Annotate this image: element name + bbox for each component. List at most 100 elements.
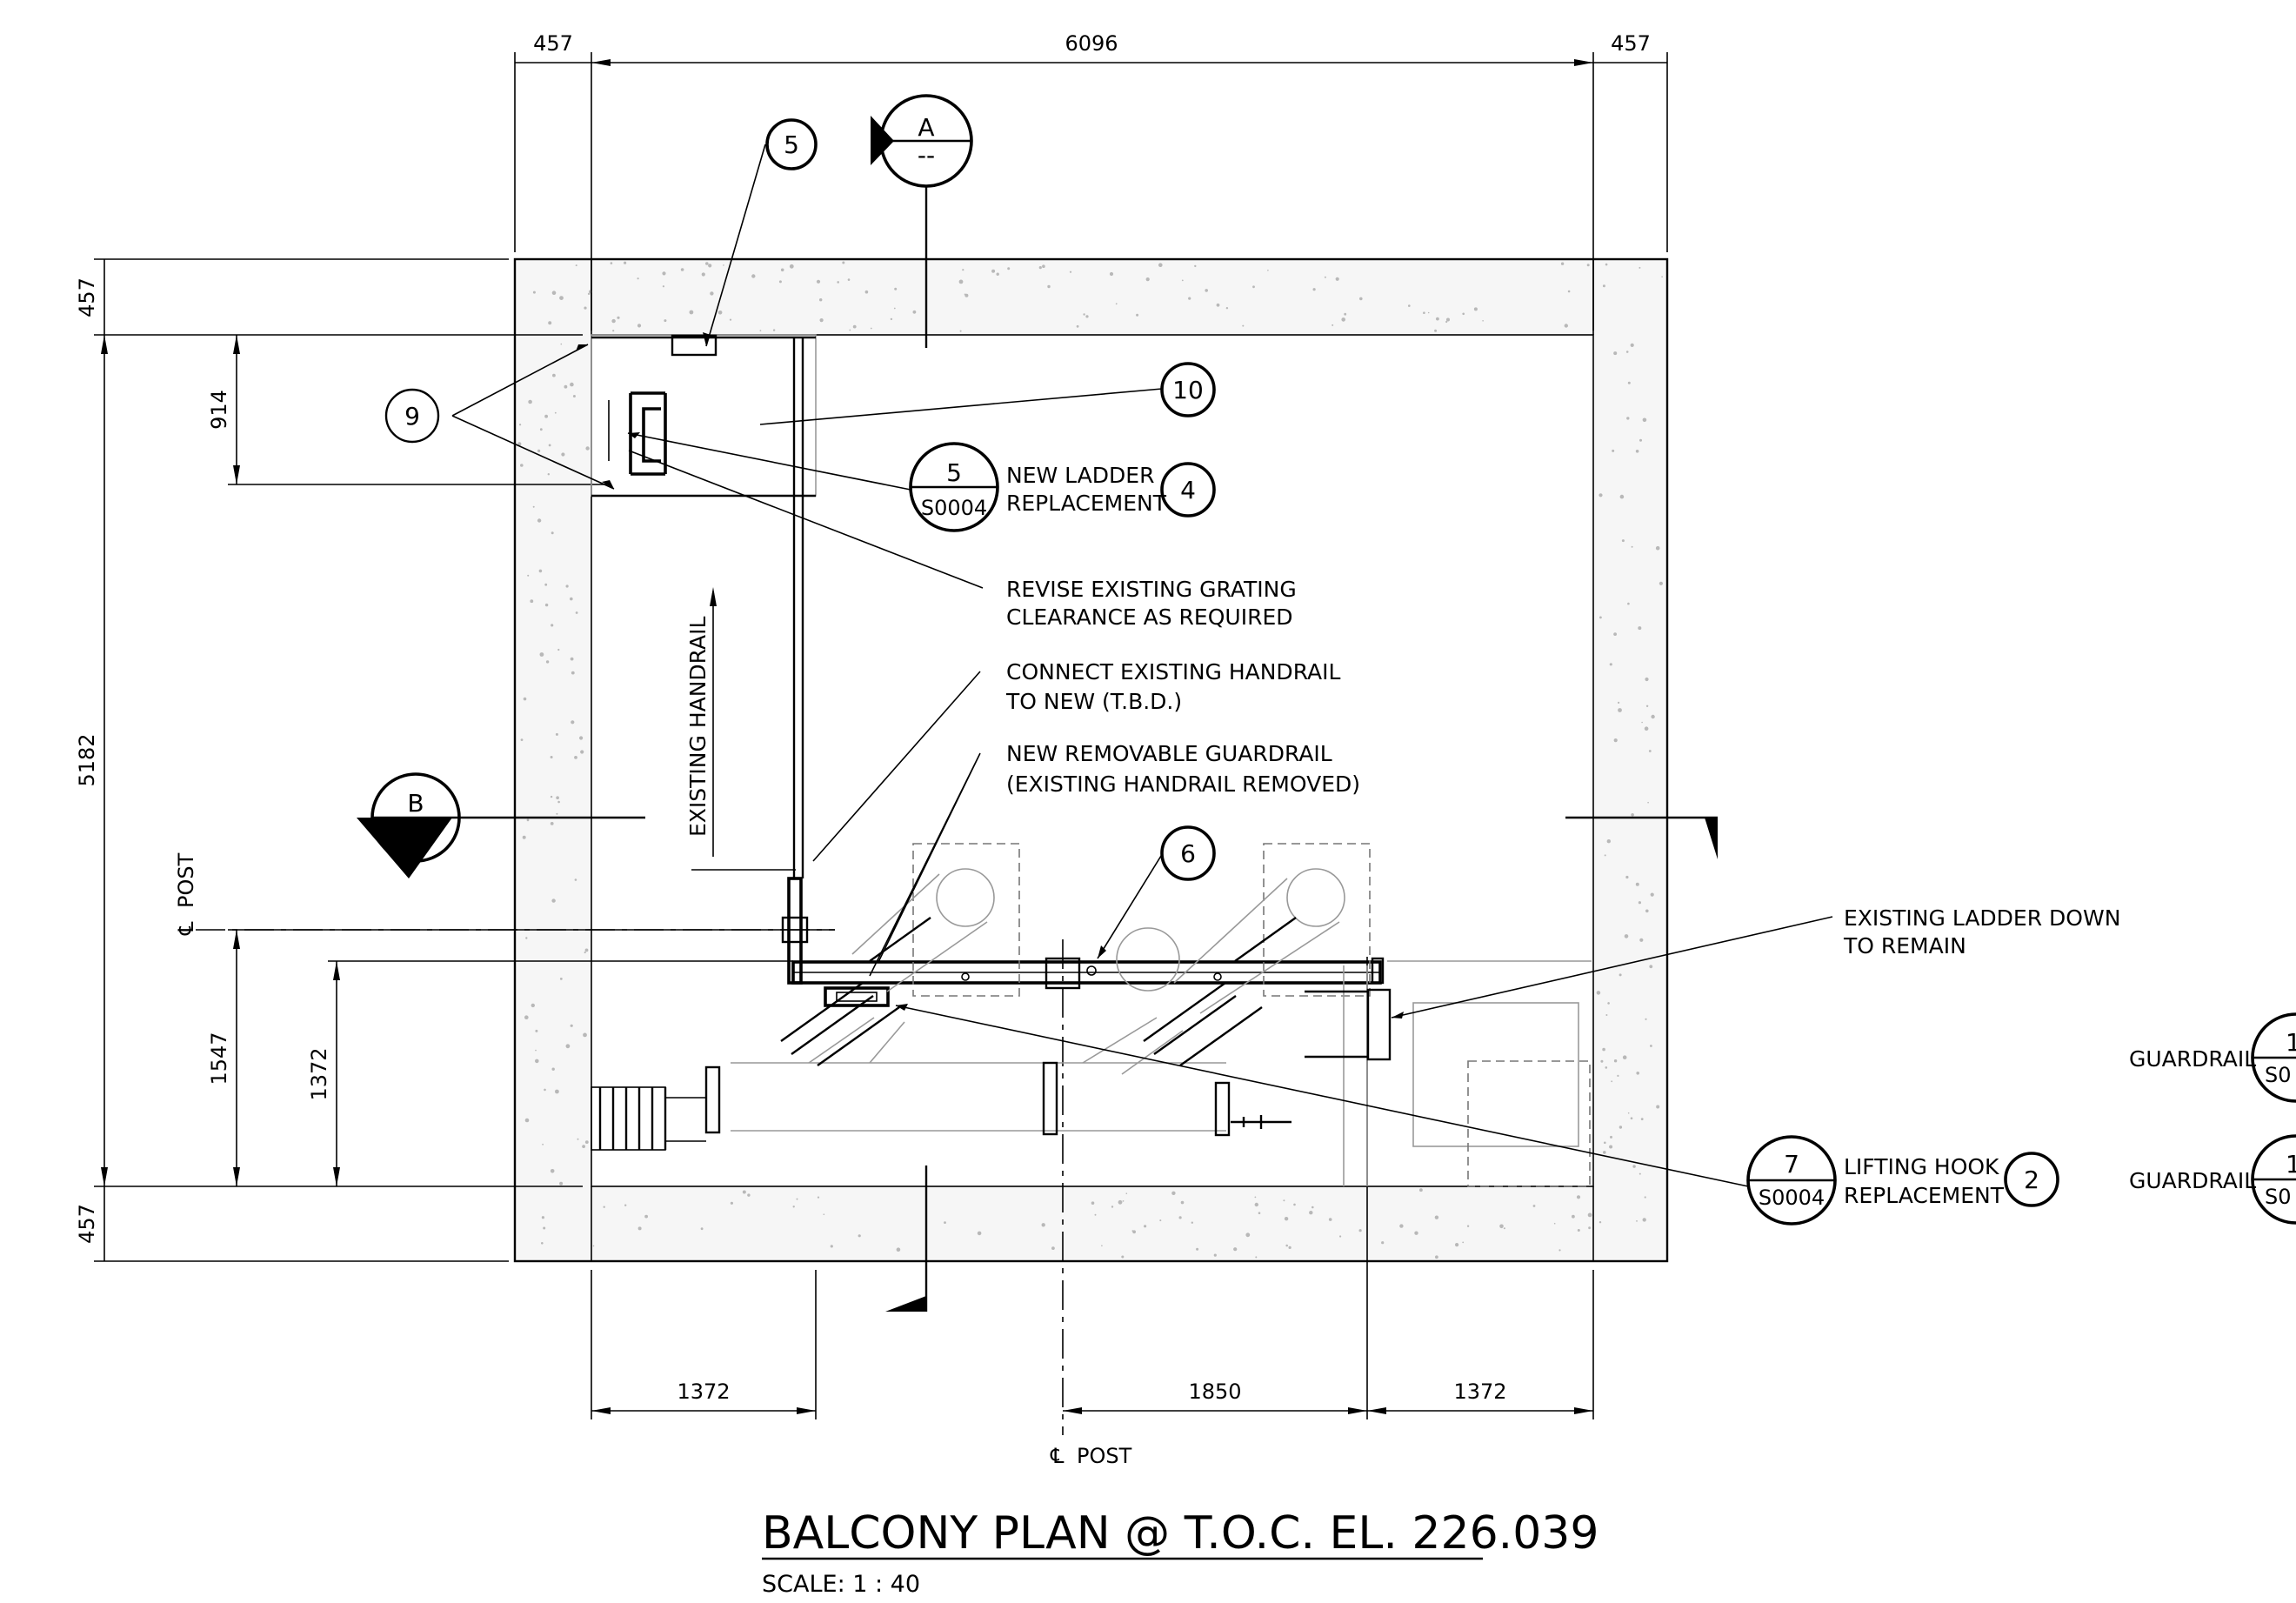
concrete-speck — [1094, 1213, 1097, 1216]
concrete-speck — [1572, 1214, 1575, 1219]
concrete-speck — [530, 599, 534, 604]
concrete-speck — [958, 279, 964, 284]
concrete-speck — [1650, 892, 1654, 897]
new-guardrail — [791, 957, 1385, 990]
concrete-speck — [555, 1089, 559, 1094]
concrete-speck — [1358, 1229, 1362, 1232]
concrete-speck — [1434, 329, 1438, 332]
concrete-speck — [708, 264, 712, 268]
concrete-speck — [1613, 1059, 1618, 1063]
concrete-speck — [1196, 1247, 1199, 1251]
concrete-speck — [796, 1198, 798, 1200]
detail-guardrail-2-sheet: S0 — [2265, 1185, 2292, 1209]
concrete-speck — [1639, 266, 1641, 269]
dim-top-left: 457 — [533, 31, 573, 56]
concrete-speck — [1656, 1105, 1660, 1109]
concrete-speck — [1609, 663, 1612, 666]
callout-2[interactable] — [2004, 1152, 2059, 1207]
concrete-speck — [1399, 1224, 1404, 1228]
concrete-speck — [700, 1227, 704, 1231]
concrete-speck — [1344, 312, 1347, 316]
concrete-speck — [823, 1213, 825, 1215]
concrete-speck — [894, 287, 898, 291]
concrete-speck — [964, 293, 969, 297]
concrete-speck — [778, 280, 782, 284]
callout-4-text: 4 — [1180, 476, 1196, 504]
section-marker-b[interactable] — [357, 772, 1718, 1312]
note-guardrail-ref-1: GUARDRAIL — [2129, 1046, 2256, 1072]
concrete-speck — [962, 269, 964, 271]
concrete-speck — [1645, 677, 1649, 682]
concrete-speck — [1309, 1211, 1313, 1215]
concrete-speck — [644, 1214, 648, 1219]
callout-4[interactable] — [1160, 462, 1216, 518]
dim-left-overall: 5182 — [75, 733, 99, 786]
concrete-speck — [1631, 813, 1634, 817]
concrete-speck — [550, 822, 554, 825]
cl-post-label-left: POST — [174, 852, 198, 908]
concrete-speck — [1115, 303, 1118, 305]
concrete-speck — [1661, 276, 1663, 278]
callout-9-text: 9 — [404, 402, 420, 431]
concrete-speck — [548, 444, 551, 447]
concrete-speck — [550, 756, 553, 758]
concrete-speck — [524, 1015, 529, 1019]
section-marker-a[interactable] — [871, 94, 973, 348]
callout-6-text: 6 — [1180, 839, 1196, 868]
concrete-speck — [1288, 1246, 1292, 1249]
concrete-speck — [565, 1044, 571, 1049]
callout-10[interactable] — [1160, 362, 1216, 417]
concrete-speck — [1588, 1226, 1591, 1230]
detail-hook-bubble[interactable] — [1746, 1135, 1837, 1226]
concrete-speck — [637, 1226, 642, 1231]
detail-guardrail-bubble-2[interactable] — [2251, 1134, 2296, 1225]
concrete-speck — [535, 1059, 539, 1064]
concrete-wall-outline — [513, 257, 1669, 1263]
concrete-hatch-specks — [517, 261, 1663, 1259]
detail-ladder-bubble[interactable] — [909, 442, 999, 532]
note-handrail-line2: TO NEW (T.B.D.) — [1005, 689, 1182, 714]
concrete-speck — [587, 292, 591, 296]
concrete-speck — [1630, 343, 1634, 347]
concrete-speck — [541, 1242, 544, 1245]
concrete-speck — [1577, 1229, 1580, 1232]
concrete-speck — [574, 756, 577, 759]
concrete-speck — [624, 261, 627, 264]
concrete-speck — [1109, 271, 1114, 277]
concrete-speck — [542, 1143, 544, 1145]
callout-9[interactable] — [384, 388, 440, 444]
concrete-speck — [1644, 1196, 1646, 1199]
concrete-speck — [559, 1181, 564, 1186]
concrete-speck — [1047, 284, 1051, 289]
concrete-speck — [689, 310, 694, 315]
concrete-speck — [1586, 264, 1590, 267]
grating-area — [591, 334, 817, 498]
concrete-speck — [592, 1245, 595, 1247]
concrete-speck — [543, 1226, 546, 1230]
concrete-speck — [1638, 626, 1642, 631]
concrete-speck — [532, 291, 536, 294]
concrete-speck — [571, 720, 575, 725]
detail-guardrail-bubble-1[interactable] — [2251, 1012, 2296, 1103]
concrete-speck — [1158, 263, 1163, 268]
concrete-speck — [1618, 708, 1622, 712]
concrete-speck — [1225, 307, 1229, 310]
concrete-speck — [1111, 1206, 1114, 1208]
callout-6[interactable] — [1160, 825, 1216, 881]
concrete-speck — [1335, 277, 1339, 281]
detail-hook-number: 7 — [1784, 1150, 1799, 1179]
concrete-speck — [1205, 289, 1208, 292]
concrete-speck — [519, 424, 522, 426]
callout-5-top[interactable] — [765, 118, 818, 170]
concrete-speck — [1604, 854, 1606, 857]
drawing-scale: SCALE: 1 : 40 — [762, 1571, 920, 1598]
concrete-speck — [1607, 1002, 1610, 1005]
detail-guardrail-1-sheet: S0 — [2265, 1063, 2292, 1087]
dim-left-top: 457 — [75, 277, 99, 317]
concrete-speck — [527, 574, 530, 577]
concrete-speck — [1599, 1221, 1602, 1224]
concrete-speck — [1651, 714, 1655, 719]
concrete-speck — [612, 330, 615, 332]
concrete-speck — [544, 1088, 546, 1092]
concrete-speck — [1038, 266, 1042, 270]
